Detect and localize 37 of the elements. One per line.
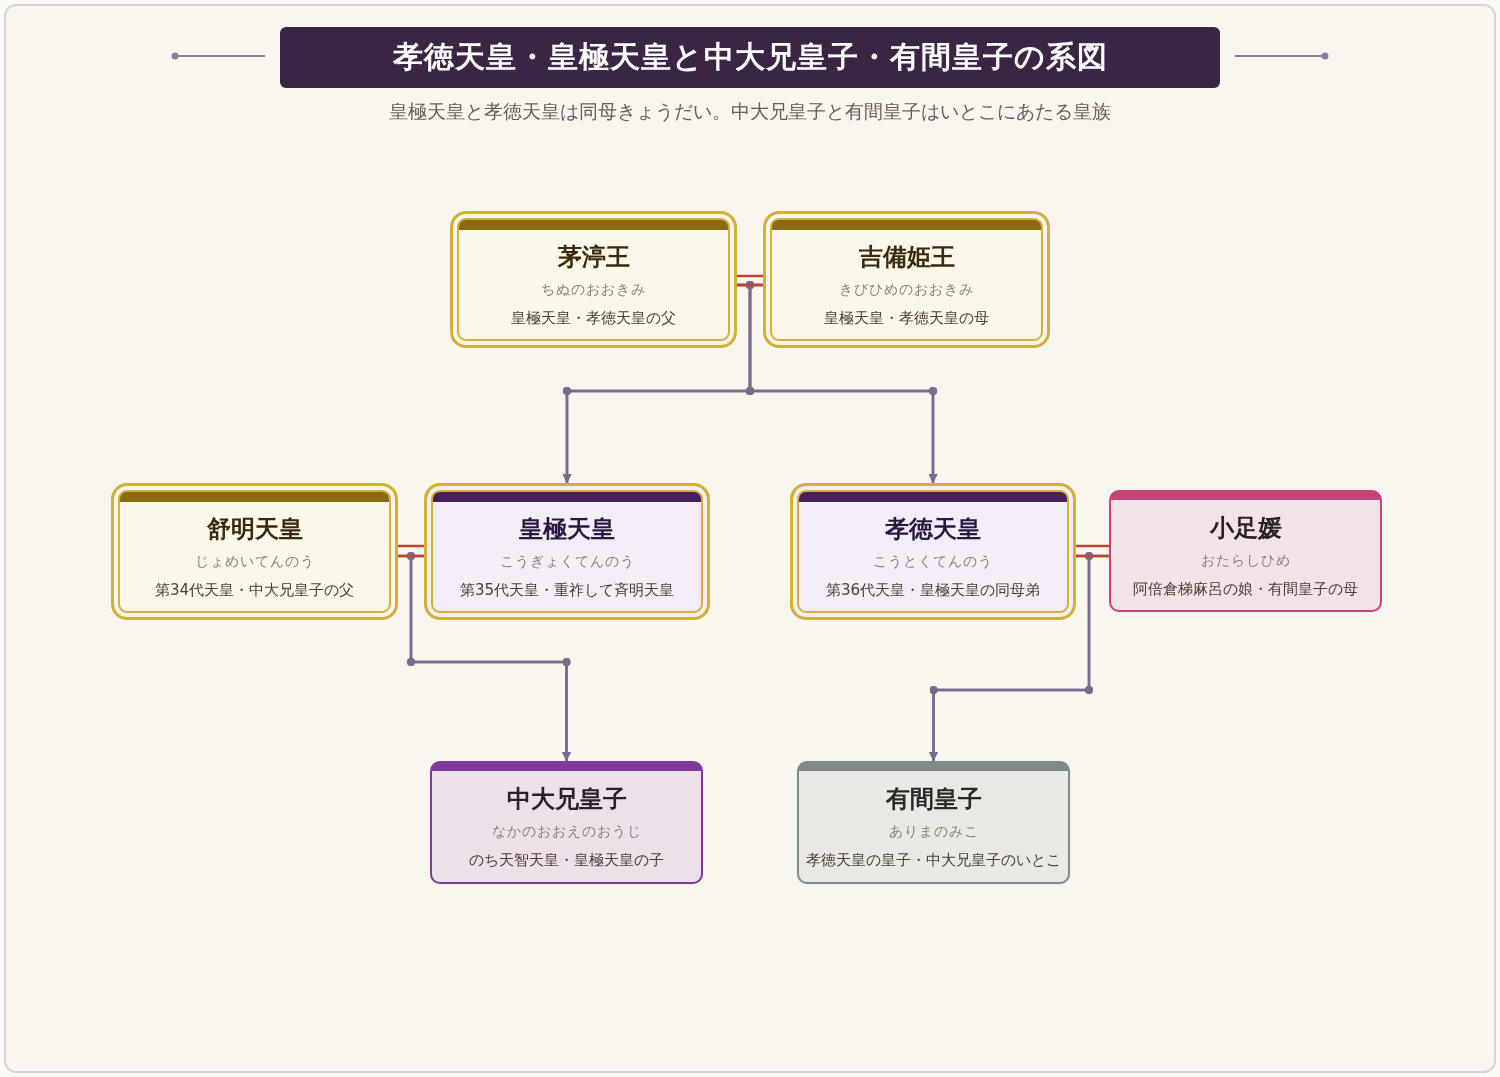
description: 阿倍倉梯麻呂の娘・有間皇子の母: [1133, 579, 1358, 599]
person-card: [450, 211, 737, 348]
description: 皇極天皇・孝徳天皇の母: [824, 308, 989, 328]
name-reading: じょめいてんのう: [194, 552, 315, 571]
person-name: 小足媛: [1209, 513, 1282, 544]
name-reading: おたらしひめ: [1200, 551, 1291, 570]
description: 第35代天皇・重祚して斉明天皇: [459, 580, 675, 600]
person-card: [797, 761, 1070, 884]
description: 皇極天皇・孝徳天皇の父: [511, 308, 676, 328]
person-name: 吉備姫王: [858, 242, 955, 273]
title-banner: 孝徳天皇・皇極天皇と中大兄皇子・有間皇子の系図: [280, 27, 1220, 88]
person-name: 茅渟王: [557, 242, 630, 273]
person-name: 有間皇子: [885, 784, 982, 815]
subtitle: 皇極天皇と孝徳天皇は同母きょうだい。中大兄皇子と有間皇子はいとこにあたる皇族: [389, 99, 1111, 124]
person-card: [790, 483, 1076, 620]
person-card: [430, 761, 703, 884]
person-card: [763, 211, 1050, 348]
marriage-line: [396, 544, 426, 558]
person-card: [424, 483, 710, 620]
description: 第36代天皇・皇極天皇の同母弟: [825, 580, 1041, 600]
marriage-line: [1074, 544, 1111, 558]
person-name: 孝徳天皇: [885, 514, 981, 545]
marriage-line: [735, 274, 765, 287]
name-reading: ありまのみこ: [888, 822, 979, 841]
name-reading: きびひめのおおきみ: [839, 280, 974, 299]
description: 第34代天皇・中大兄皇子の父: [154, 580, 355, 600]
person-name: 中大兄皇子: [506, 784, 627, 815]
person-name: 舒明天皇: [206, 514, 303, 545]
description: のち天智天皇・皇極天皇の子: [469, 850, 664, 870]
person-card: [1109, 490, 1382, 612]
person-name: 皇極天皇: [519, 514, 615, 545]
name-reading: なかのおおえのおうじ: [491, 822, 642, 841]
name-reading: こうぎょくてんのう: [499, 552, 635, 571]
name-reading: こうとくてんのう: [873, 552, 993, 571]
person-card: [111, 483, 398, 620]
name-reading: ちぬのおおきみ: [541, 280, 646, 299]
description: 孝徳天皇の皇子・中大兄皇子のいとこ: [806, 850, 1061, 870]
